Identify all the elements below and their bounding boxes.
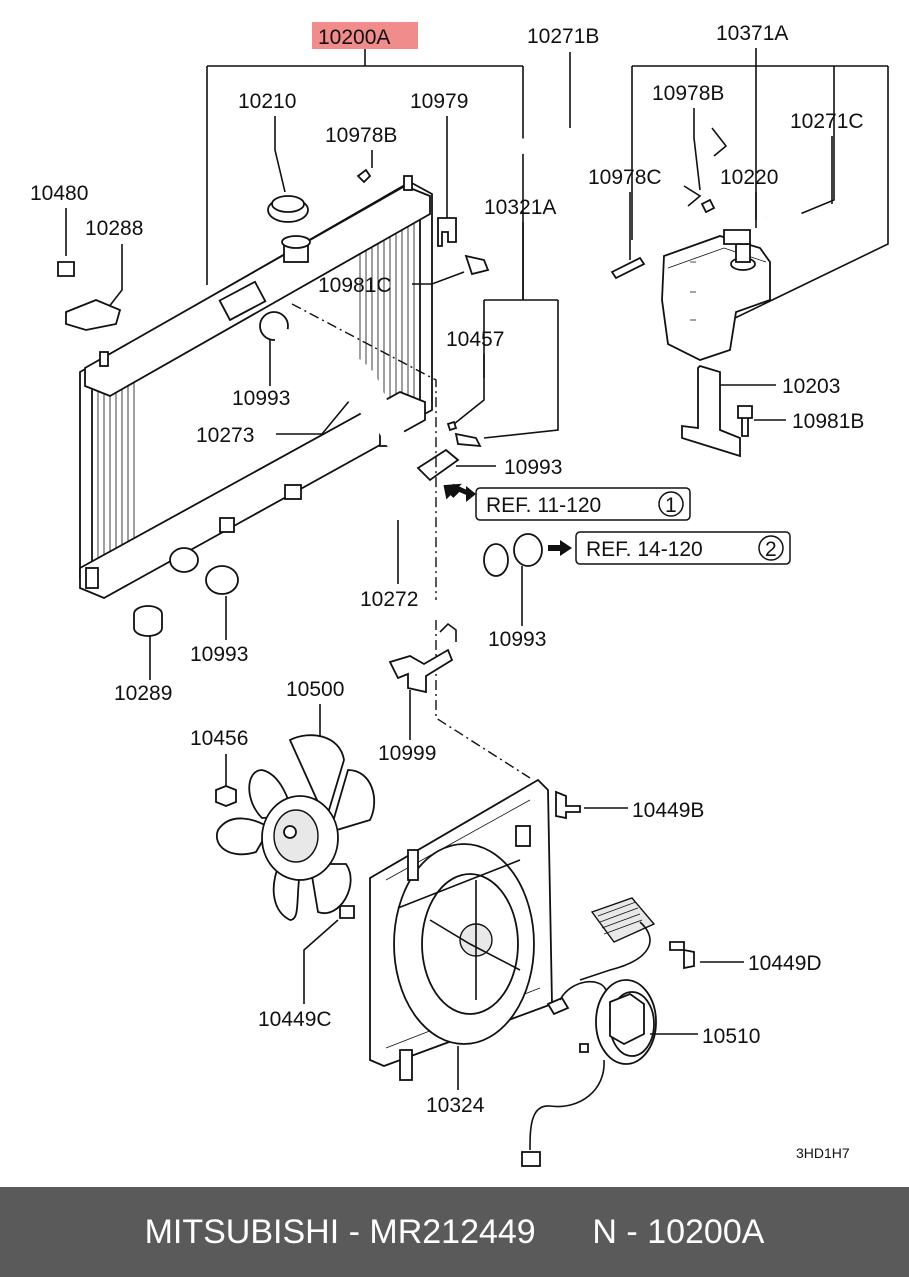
callout-10449B[interactable]: 10449B bbox=[632, 799, 704, 822]
ref2-number: 2 bbox=[765, 538, 777, 561]
callout-10500[interactable]: 10500 bbox=[286, 678, 344, 701]
callout-10200A[interactable]: 10200A bbox=[318, 26, 390, 49]
callout-10993-lower-right[interactable]: 10993 bbox=[488, 628, 546, 651]
leader-10457 bbox=[453, 354, 485, 425]
footer-ref-prefix: N - bbox=[592, 1212, 648, 1251]
callout-10978B-right[interactable]: 10978B bbox=[652, 82, 724, 105]
nut-10456 bbox=[215, 785, 237, 807]
ref1-number: 1 bbox=[665, 494, 677, 517]
bracket-10200A bbox=[206, 49, 524, 300]
leader-10273 bbox=[276, 399, 351, 435]
callout-10324[interactable]: 10324 bbox=[426, 1094, 485, 1117]
clip-10978B-left bbox=[356, 168, 372, 184]
clamp-10993-upper-right bbox=[416, 448, 460, 482]
bracket-10999 bbox=[388, 648, 454, 694]
radiator bbox=[79, 175, 433, 599]
mount-10288 bbox=[65, 299, 122, 331]
callout-10480[interactable]: 10480 bbox=[30, 182, 88, 205]
callout-10993-upper-right[interactable]: 10993 bbox=[504, 456, 562, 479]
footer-separator: - bbox=[339, 1212, 370, 1251]
alignment-line-1 bbox=[291, 303, 437, 600]
callout-10271C[interactable]: 10271C bbox=[790, 110, 864, 133]
ref1-text: REF. 11-120 bbox=[486, 494, 601, 517]
leader-10978B-right bbox=[693, 108, 701, 191]
callout-10272[interactable]: 10272 bbox=[360, 588, 418, 611]
callout-10978C[interactable]: 10978C bbox=[588, 166, 662, 189]
callout-10210[interactable]: 10210 bbox=[238, 90, 296, 113]
clamp-10993-lower-left bbox=[205, 565, 239, 595]
footer-ref-code: 10200A bbox=[647, 1212, 765, 1251]
callout-10510[interactable]: 10510 bbox=[702, 1025, 760, 1048]
callout-10979[interactable]: 10979 bbox=[410, 90, 468, 113]
wiring-harness bbox=[579, 897, 656, 981]
bracket-10371A bbox=[631, 48, 889, 319]
bracket-10321A bbox=[483, 222, 559, 439]
footer-gap bbox=[536, 1213, 593, 1252]
cooling-fan-10500 bbox=[215, 734, 375, 921]
leader-10288 bbox=[107, 244, 123, 309]
grommet-10289 bbox=[133, 605, 163, 637]
clip-10457 bbox=[446, 420, 482, 448]
highlight-box bbox=[312, 22, 418, 49]
callout-10981B[interactable]: 10981B bbox=[792, 410, 864, 433]
parts-diagram: 10200A 10210 10271B bbox=[30, 22, 889, 1167]
bolt-10449B bbox=[555, 790, 581, 820]
radiator-cap-10210 bbox=[267, 195, 309, 223]
callout-10449C[interactable]: 10449C bbox=[258, 1008, 332, 1031]
ref2-box[interactable] bbox=[575, 531, 791, 565]
callout-10321A[interactable]: 10321A bbox=[484, 196, 556, 219]
callout-10457[interactable]: 10457 bbox=[446, 328, 504, 351]
leader-10449C bbox=[303, 919, 339, 1004]
bracket-10979 bbox=[437, 217, 457, 247]
bolt-10449D bbox=[669, 941, 695, 970]
ref2-text: REF. 14-120 bbox=[586, 538, 703, 561]
callout-10981C[interactable]: 10981C bbox=[318, 274, 392, 297]
footer-bar: MITSUBISHI - MR212449 N - 10200A bbox=[0, 1187, 909, 1277]
leader-10210 bbox=[274, 116, 286, 193]
fan-shroud-10324 bbox=[369, 778, 553, 1081]
callout-10993-upper-left[interactable]: 10993 bbox=[232, 387, 290, 410]
footer-part-number: MR212449 bbox=[369, 1212, 536, 1251]
callout-10271B[interactable]: 10271B bbox=[527, 25, 599, 48]
fan-motor-10510 bbox=[521, 979, 657, 1167]
callout-10289[interactable]: 10289 bbox=[114, 682, 172, 705]
callout-10203[interactable]: 10203 bbox=[782, 375, 840, 398]
callout-10456[interactable]: 10456 bbox=[190, 727, 248, 750]
bolt-10449C bbox=[339, 905, 355, 919]
clip-10978B-right bbox=[700, 198, 716, 214]
clamp-10993-lower-right bbox=[513, 533, 543, 567]
callout-10220[interactable]: 10220 bbox=[720, 166, 778, 189]
ref1-box[interactable] bbox=[475, 487, 691, 521]
callout-10371A[interactable]: 10371A bbox=[716, 22, 788, 45]
hose-10271C bbox=[765, 205, 802, 274]
callout-10288[interactable]: 10288 bbox=[85, 217, 143, 240]
bolt-10981B bbox=[737, 405, 753, 437]
bracket-10203 bbox=[681, 364, 741, 458]
callout-10999[interactable]: 10999 bbox=[378, 742, 436, 765]
callout-10449D[interactable]: 10449D bbox=[748, 952, 822, 975]
bolt-10981C bbox=[464, 254, 490, 276]
leader-10981C bbox=[412, 271, 465, 285]
diagram-code: 3HD1H7 bbox=[796, 1145, 850, 1161]
clip-10978C bbox=[610, 256, 646, 280]
drain-plug-10480 bbox=[57, 261, 75, 277]
footer-brand: MITSUBISHI bbox=[144, 1212, 340, 1251]
callout-10993-lower-left[interactable]: 10993 bbox=[190, 643, 248, 666]
callout-10273[interactable]: 10273 bbox=[196, 424, 254, 447]
callout-10978B-left[interactable]: 10978B bbox=[325, 124, 397, 147]
coolant-reservoir bbox=[661, 229, 771, 361]
